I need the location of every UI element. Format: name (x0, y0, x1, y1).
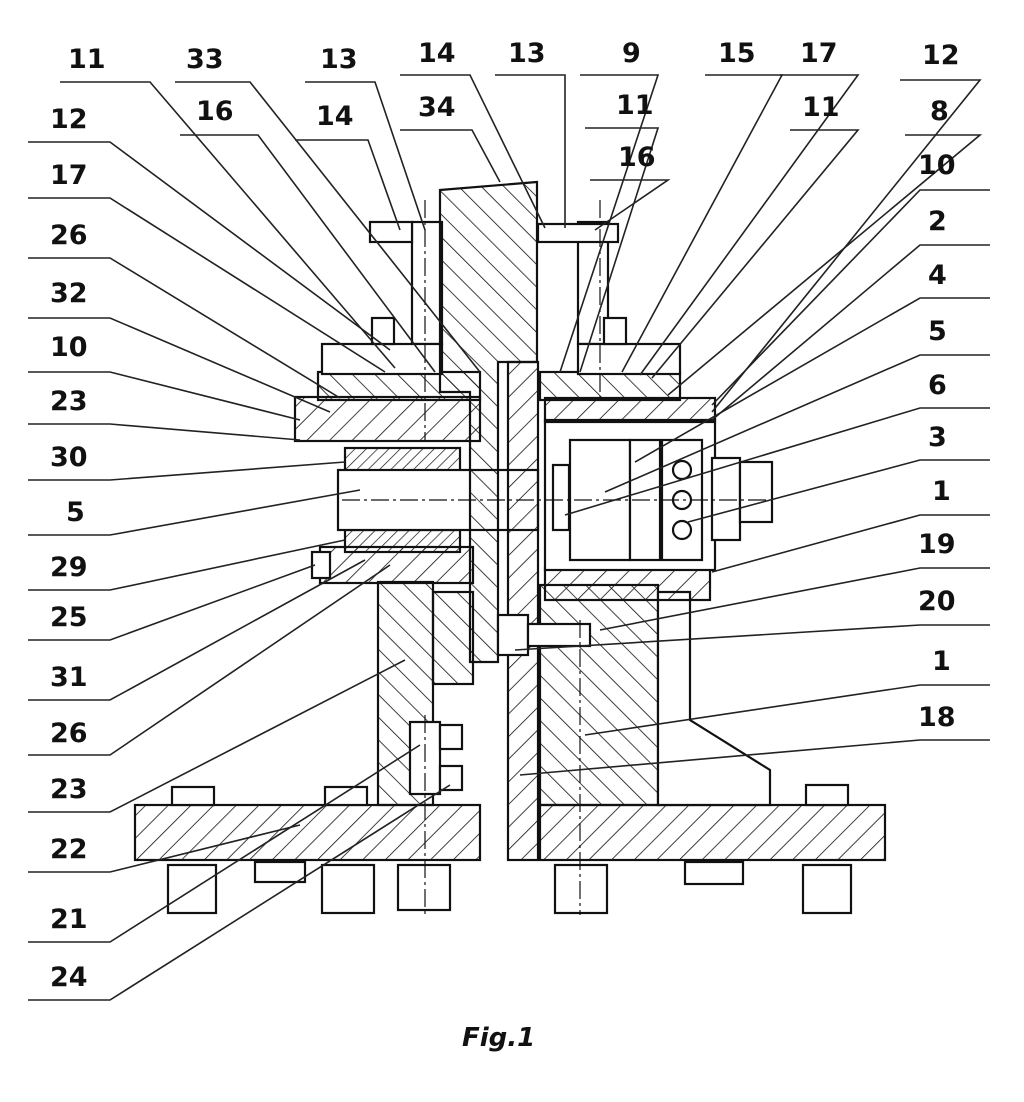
left-foot-3 (396, 863, 452, 912)
right-bolt-shank-20 (526, 622, 592, 648)
label-top-14b: 14 (418, 38, 456, 69)
label-left-21: 21 (50, 904, 88, 935)
label-right-2: 2 (928, 206, 947, 237)
label-top-15: 15 (718, 38, 756, 69)
label-left-26b: 26 (50, 718, 88, 749)
label-left-25: 25 (50, 602, 88, 633)
left-nut-2 (323, 785, 369, 807)
right-upper-plate (543, 396, 717, 424)
left-clamp-bolt-1 (438, 723, 464, 751)
label-right-18: 18 (918, 702, 956, 733)
label-right-4: 4 (928, 260, 947, 291)
left-clamp-bolt-2 (438, 764, 464, 792)
label-left-31: 31 (50, 662, 88, 693)
label-top-34: 34 (418, 92, 456, 123)
left-bush-top (343, 446, 462, 474)
left-lower-clamp (310, 550, 332, 580)
left-base-plate (133, 803, 482, 862)
label-right-1b: 1 (932, 646, 951, 677)
left-bracket-foot (320, 342, 444, 376)
left-foot-pad (253, 860, 307, 884)
left-knob (368, 220, 414, 244)
label-top-13a: 13 (320, 44, 358, 75)
label-top-17: 17 (800, 38, 838, 69)
right-assembly (496, 220, 887, 915)
label-top-33: 33 (186, 44, 224, 75)
label-left-22: 22 (50, 834, 88, 865)
left-bracket (410, 220, 444, 346)
bearing-ball-3 (671, 519, 693, 541)
label-left-30: 30 (50, 442, 88, 473)
label-left-23b: 23 (50, 774, 88, 805)
label-top-13b: 13 (508, 38, 546, 69)
label-top-14a: 14 (316, 101, 354, 132)
label-right-3: 3 (928, 422, 947, 453)
label-right-5: 5 (928, 316, 947, 347)
right-lower-plate (543, 566, 712, 602)
bearing-ball-1 (671, 459, 693, 481)
label-right-1a: 1 (932, 476, 951, 507)
leader-lines (28, 74, 990, 1001)
right-end-cap (710, 456, 742, 542)
label-left-26a: 26 (50, 220, 88, 251)
right-upper-guard (538, 370, 682, 402)
axis-lines (342, 200, 770, 915)
left-bolt-head (370, 316, 396, 346)
center-plate (506, 360, 540, 862)
right-base-plate (538, 803, 887, 862)
part-labels: 12 17 26 32 10 23 30 5 29 25 31 26 23 22… (50, 38, 960, 993)
right-nut (804, 783, 850, 807)
label-left-24: 24 (50, 962, 88, 993)
label-top-11c: 11 (802, 92, 840, 123)
label-top-9: 9 (622, 38, 641, 69)
label-top-16b: 16 (618, 142, 656, 173)
label-right-19: 19 (918, 529, 956, 560)
left-cantilever (431, 590, 475, 686)
left-foot-2 (320, 863, 376, 915)
label-right-10: 10 (918, 150, 956, 181)
label-left-32: 32 (50, 278, 88, 309)
right-bolt-head (602, 316, 628, 346)
label-right-6: 6 (928, 370, 947, 401)
left-nut-1 (170, 785, 216, 807)
figure-caption: Fig.1 (462, 1023, 535, 1053)
left-upper-plate (293, 395, 482, 443)
label-top-8: 8 (930, 96, 949, 127)
label-left-29: 29 (50, 552, 88, 583)
label-left-5: 5 (66, 497, 85, 528)
left-bush-bottom (343, 528, 462, 554)
label-left-10: 10 (50, 332, 88, 363)
right-foot-2 (801, 863, 853, 915)
label-right-20: 20 (918, 586, 956, 617)
label-top-11b: 11 (616, 90, 654, 121)
right-foot-pad (683, 860, 745, 886)
label-left-17: 17 (50, 160, 88, 191)
label-top-16a: 16 (196, 96, 234, 127)
label-top-11: 11 (68, 44, 106, 75)
label-top-12: 12 (922, 40, 960, 71)
right-gusset (656, 590, 772, 807)
label-left-12: 12 (50, 104, 88, 135)
right-shaft-end (738, 460, 774, 524)
right-coupling (551, 463, 571, 532)
right-foot-1 (553, 863, 609, 915)
label-left-23a: 23 (50, 386, 88, 417)
